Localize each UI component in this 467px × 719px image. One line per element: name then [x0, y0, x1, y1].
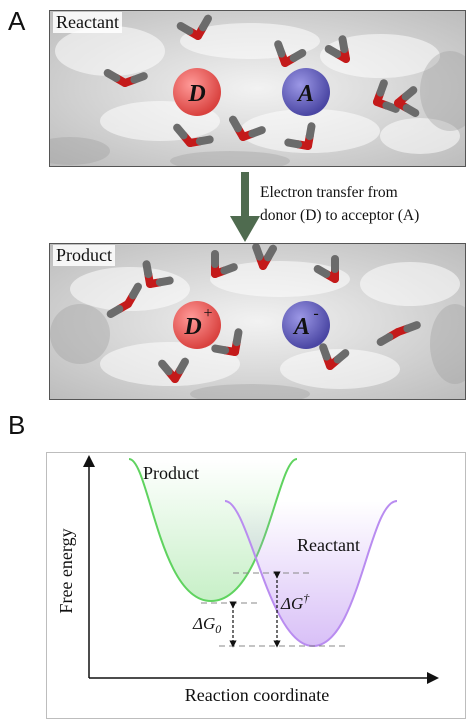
- hydrogen-bond: [333, 349, 350, 364]
- hydrogen-bond: [284, 138, 303, 149]
- hydrogen-bond: [401, 86, 418, 101]
- hydrogen-bond: [403, 321, 421, 333]
- hydrogen-bond: [220, 263, 238, 275]
- hydrogen-bond: [324, 45, 342, 58]
- hydrogen-bond: [232, 328, 243, 347]
- hydrogen-bond: [129, 282, 142, 300]
- hydrogen-bond: [274, 40, 286, 58]
- hydrogen-bond: [176, 22, 194, 35]
- hydrogen-bond: [173, 123, 188, 140]
- electron-transfer-arrow: [230, 172, 260, 242]
- hydrogen-bond: [142, 260, 153, 279]
- acceptor-charge: -: [313, 305, 318, 322]
- product-scene: D + A - Product: [49, 243, 466, 400]
- panel-letter-a: A: [8, 6, 26, 36]
- hydrogen-bond: [305, 122, 316, 141]
- hydrogen-bond: [338, 35, 349, 54]
- water-molecules: [106, 244, 421, 383]
- hydrogen-bond: [106, 305, 124, 318]
- reactant-scene-illustration: D A: [50, 11, 465, 166]
- hydrogen-bond: [289, 49, 307, 62]
- reactant-well-fill: [225, 501, 397, 646]
- hydrogen-bond: [158, 359, 173, 376]
- acceptor-sphere: [282, 301, 330, 349]
- donor-cation-label: D: [183, 314, 201, 340]
- acceptor-label: A: [296, 81, 314, 107]
- hydrogen-bond: [248, 126, 266, 138]
- hydrogen-bond: [195, 135, 214, 146]
- hydrogen-bond: [264, 244, 277, 262]
- water-molecules: [103, 14, 420, 150]
- hydrogen-bond: [176, 357, 189, 375]
- hydrogen-bond: [376, 333, 394, 346]
- reactant-curve-label: Reactant: [297, 535, 360, 555]
- panel-letter-b: B: [8, 410, 26, 440]
- hydrogen-bond: [376, 79, 388, 97]
- delta-g0-label: ΔG0: [192, 614, 221, 636]
- donor-label: D: [187, 81, 205, 107]
- hydrogen-bond: [130, 72, 148, 84]
- acceptor-sphere: [282, 68, 330, 116]
- arrow-caption-line1: Electron transfer from: [260, 184, 398, 201]
- hydrogen-bond: [155, 276, 174, 287]
- hydrogen-bond: [319, 343, 331, 361]
- hydrogen-bond: [313, 265, 331, 278]
- free-energy-plot: Product Reactant ΔG0 ΔG† Free energy Rea…: [56, 455, 439, 705]
- product-curve-label: Product: [143, 463, 199, 483]
- free-energy-diagram: Product Reactant ΔG0 ΔG† Free energy Rea…: [46, 452, 466, 719]
- donor-sphere: [173, 68, 221, 116]
- reactant-label: Reactant: [53, 12, 122, 33]
- reactant-scene: D A Reactant: [49, 10, 466, 167]
- y-axis-label: Free energy: [56, 528, 76, 613]
- hydrogen-bond: [402, 104, 420, 117]
- x-axis-label: Reaction coordinate: [185, 685, 329, 705]
- hydrogen-bond: [199, 14, 212, 32]
- hydrogen-bond: [103, 69, 121, 82]
- product-curve: [128, 458, 298, 603]
- product-label: Product: [53, 245, 115, 266]
- delta-g-activation-label: ΔG†: [280, 591, 310, 613]
- hydrogen-bond: [382, 101, 400, 113]
- donor-sphere: [173, 301, 221, 349]
- hydrogen-bond: [252, 244, 264, 261]
- arrow-caption-line2: donor (D) to acceptor (A): [260, 207, 420, 224]
- donor-charge: +: [203, 305, 212, 322]
- product-well-fill: [129, 459, 297, 601]
- product-scene-illustration: D + A -: [50, 244, 465, 399]
- acceptor-anion-label: A: [292, 314, 310, 340]
- hydrogen-bond: [211, 344, 230, 355]
- hydrogen-bond: [229, 115, 242, 133]
